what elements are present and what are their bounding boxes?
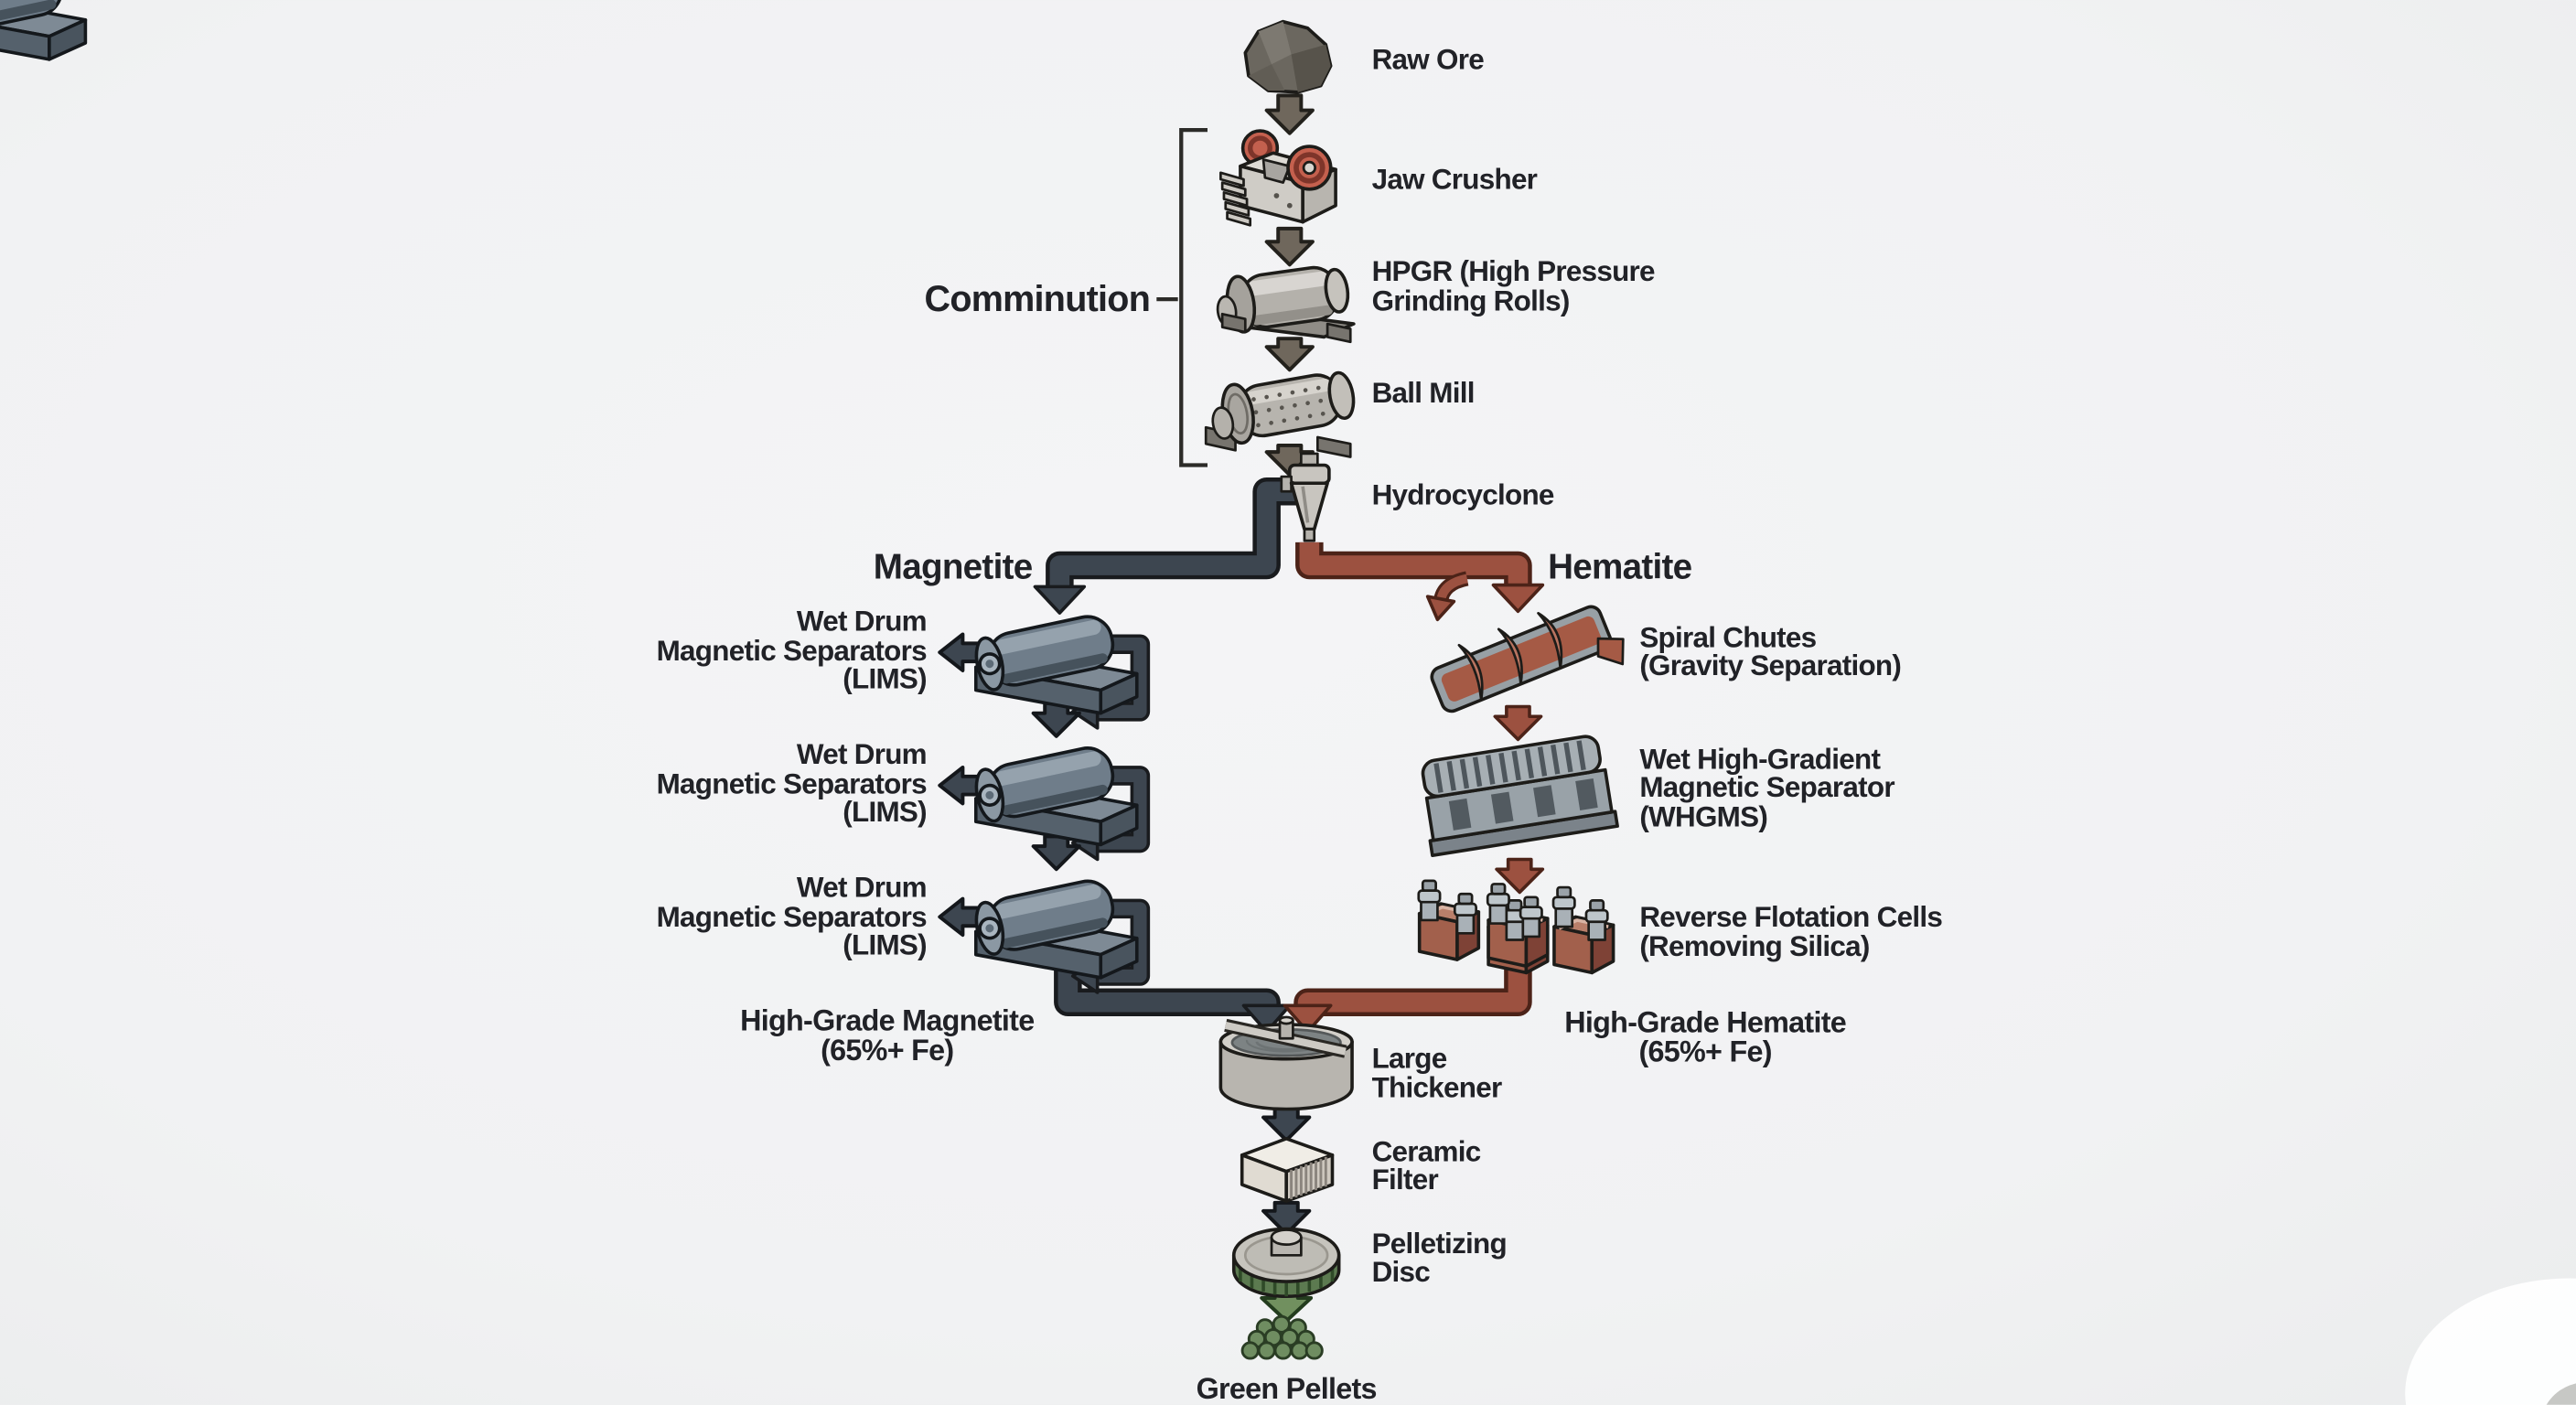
lims-label-1-line3: (LIMS): [843, 662, 927, 694]
thickener-label-line1: Large: [1372, 1042, 1447, 1074]
green-pellets-icon: [1240, 1314, 1324, 1360]
arrow-jawcrusher-hpgr: [1264, 226, 1315, 267]
lims-label-2-line1: Wet Drum: [797, 738, 927, 770]
green-pellets-label: Green Pellets: [1197, 1372, 1377, 1405]
magnetite-product-label-line1: High-Grade Magnetite: [740, 1004, 1034, 1037]
pelletizing-disc-label-line2: Disc: [1372, 1256, 1431, 1288]
ceramic-filter-label-line1: Ceramic: [1372, 1136, 1481, 1168]
magnetite-branch-label: Magnetite: [874, 547, 1033, 586]
flotation-label-line2: (Removing Silica): [1639, 930, 1869, 962]
lims-label-3-line2: Magnetic Separators: [657, 901, 928, 933]
lims-label-2-line3: (LIMS): [843, 796, 927, 828]
arrow-chute-whgms: [1493, 704, 1543, 742]
lims-label-3-line1: Wet Drum: [797, 872, 927, 904]
thickener-icon: [1218, 1015, 1354, 1111]
hpgr-label-line1: HPGR (High Pressure: [1372, 255, 1655, 287]
spiral-chutes-label-line2: (Gravity Separation): [1639, 649, 1901, 681]
hematite-concentrate-pipe: [1283, 969, 1532, 1034]
spiral-chutes-icon: [1430, 605, 1625, 713]
hydrocyclone-label: Hydrocyclone: [1372, 478, 1554, 510]
flotation-label-line1: Reverse Flotation Cells: [1639, 901, 1942, 933]
thickener-label-line2: Thickener: [1372, 1072, 1502, 1104]
arrow-hpgr-ballmill: [1264, 337, 1315, 372]
hpgr-label-line2: Grinding Rolls): [1372, 284, 1570, 316]
raw-ore-label: Raw Ore: [1372, 43, 1485, 75]
raw-ore-icon: [1243, 19, 1333, 94]
comminution-label: Comminution: [925, 279, 1151, 319]
whgms-label-line3: (WHGMS): [1639, 800, 1767, 832]
lims-label-1-line1: Wet Drum: [797, 606, 927, 638]
flotation-cells-icon: [1417, 879, 1615, 975]
hydrocyclone-icon: [1280, 452, 1331, 542]
lims-label-3-line3: (LIMS): [843, 928, 927, 960]
hematite-branch-label: Hematite: [1548, 547, 1692, 586]
comminution-bracket: [1156, 127, 1208, 467]
spiral-chutes-label-line1: Spiral Chutes: [1639, 622, 1816, 654]
jaw-crusher-label: Jaw Crusher: [1372, 163, 1538, 195]
ceramic-filter-icon: [1240, 1137, 1335, 1203]
magnetite-product-label-line2: (65%+ Fe): [821, 1034, 953, 1067]
arrow-rawore-jawcrusher: [1264, 93, 1315, 135]
ceramic-filter-label-line2: Filter: [1372, 1164, 1439, 1196]
pelletizing-disc-label-line1: Pelletizing: [1372, 1228, 1507, 1260]
hematite-product-label-line2: (65%+ Fe): [1639, 1035, 1772, 1068]
jaw-crusher-icon: [1219, 129, 1337, 227]
lims-label-1-line2: Magnetic Separators: [657, 635, 928, 667]
hematite-pipe: [1295, 542, 1545, 614]
magnetite-pipe: [1033, 477, 1296, 615]
lims-label-2-line2: Magnetic Separators: [657, 767, 928, 799]
pelletizing-disc-icon: [1231, 1227, 1341, 1298]
magnetite-concentrate-pipe: [1054, 956, 1292, 1034]
whgms-label-line1: Wet High-Gradient: [1639, 743, 1881, 775]
hematite-product-label-line1: High-Grade Hematite: [1564, 1005, 1846, 1038]
ball-mill-icon: [1204, 370, 1356, 458]
whgms-icon: [1421, 735, 1619, 857]
corner-notch: [2546, 1383, 2576, 1405]
arrow-whgms-flotation: [1495, 857, 1545, 895]
corner-highlight: [2405, 1278, 2576, 1405]
hpgr-icon: [1216, 265, 1356, 344]
arrow-filter-disc: [1261, 1200, 1312, 1236]
whgms-label-line2: Magnetic Separator: [1639, 771, 1894, 803]
curved-arrow-chute: [1425, 571, 1469, 622]
ball-mill-label: Ball Mill: [1372, 377, 1475, 409]
